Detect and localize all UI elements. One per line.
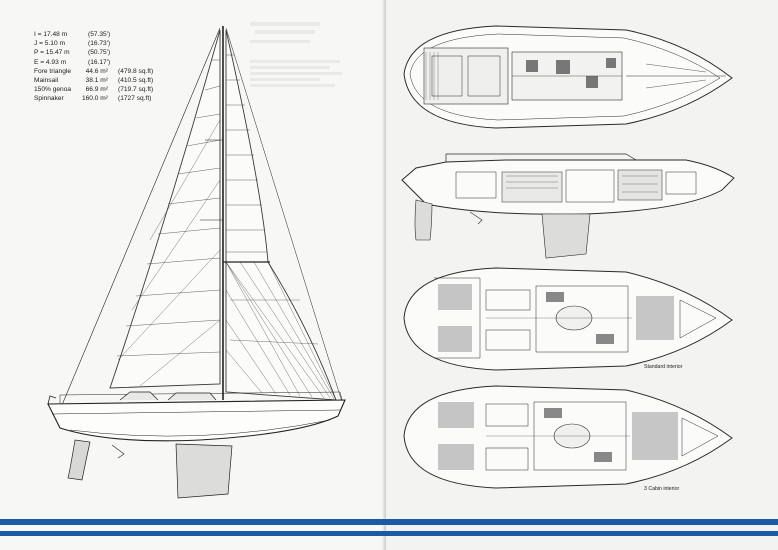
bow-pulpit — [47, 395, 57, 405]
forepeak — [679, 299, 717, 339]
spec-label: P = 15.47 m — [34, 49, 70, 57]
sail-area-label: Spinnaker — [34, 95, 64, 103]
genoa-sail — [109, 29, 221, 389]
spec-imperial: (16.17') — [88, 58, 111, 66]
spec-row-e: E = 4.93 m (16.17') — [34, 58, 184, 67]
sail-plan-drawing — [47, 22, 346, 499]
deckhouse — [119, 391, 159, 401]
spinnaker-sail — [225, 261, 337, 401]
sail-area-label: 150% genoa — [34, 86, 72, 94]
keel-section — [541, 213, 591, 259]
sail-area-imperial: (479.8 sq.ft) — [118, 67, 154, 75]
stripe-bottom — [0, 531, 778, 536]
spec-label: J = 5.10 m — [34, 40, 65, 48]
sail-area-fore-triangle: Fore triangle 44.6 m² (479.8 sq.ft) — [34, 67, 184, 76]
three-cabin-interior-plan — [403, 385, 733, 489]
keel — [175, 443, 233, 499]
saloon — [535, 285, 629, 353]
sail-area-label: Mainsail — [34, 76, 59, 84]
spec-imperial: (50.75') — [88, 49, 111, 57]
backstay — [225, 27, 343, 403]
rig-specifications: I = 17.48 m (57.35') J = 5.10 m (16.73')… — [34, 30, 184, 104]
spec-row-j: J = 5.10 m (16.73') — [34, 39, 184, 48]
stripe-top — [0, 519, 778, 525]
rudder-section — [414, 199, 433, 241]
sail-area-mainsail: Mainsail 38.1 m² (410.5 sq.ft) — [34, 76, 184, 85]
sail-area-imperial: (719.7 sq.ft) — [118, 86, 154, 94]
sail-area-genoa: 150% genoa 66.9 m² (719.7 sq.ft) — [34, 85, 184, 94]
propeller — [111, 444, 125, 459]
sail-area-spinnaker: Spinnaker 160.0 m² (1727 sq.ft) — [34, 94, 184, 103]
bleed-through-text — [250, 22, 342, 87]
side-section — [401, 153, 735, 259]
spec-row-p: P = 15.47 m (50.75') — [34, 48, 184, 57]
spec-label: E = 4.93 m — [34, 58, 67, 66]
deck-plan — [403, 25, 733, 129]
spec-imperial: (57.35') — [88, 31, 111, 38]
coachroof-profile — [445, 153, 637, 162]
forestay — [61, 27, 221, 406]
cockpit — [423, 47, 509, 105]
mainsail — [225, 29, 269, 263]
blue-stripes — [0, 519, 778, 541]
layout-drawings: Standard interior 3 Cabin interior — [401, 25, 735, 492]
sail-area-imperial: (410.5 sq.ft) — [118, 76, 154, 84]
sail-area-imperial: (1727 sq.ft) — [118, 95, 152, 103]
left-page: I = 17.48 m (57.35') J = 5.10 m (16.73')… — [0, 0, 386, 550]
three-cabin-interior-caption: 3 Cabin interior — [644, 486, 679, 492]
sail-area-metric: 38.1 m² — [85, 76, 108, 84]
spec-row-i: I = 17.48 m (57.35') — [34, 30, 184, 39]
spec-imperial: (16.73') — [88, 40, 111, 48]
sail-area-metric: 66.9 m² — [85, 86, 108, 94]
sail-area-metric: 160.0 m² — [81, 95, 108, 103]
rudder — [67, 439, 91, 481]
hull-profile — [47, 391, 346, 499]
sail-area-label: Fore triangle — [34, 67, 72, 75]
right-page: Standard interior 3 Cabin interior — [386, 0, 778, 550]
standard-interior-plan — [403, 267, 733, 371]
spec-label: I = 17.48 m — [34, 31, 68, 38]
rigging — [61, 26, 343, 406]
sail-area-metric: 44.6 m² — [85, 67, 108, 75]
standard-interior-caption: Standard interior — [644, 364, 683, 370]
